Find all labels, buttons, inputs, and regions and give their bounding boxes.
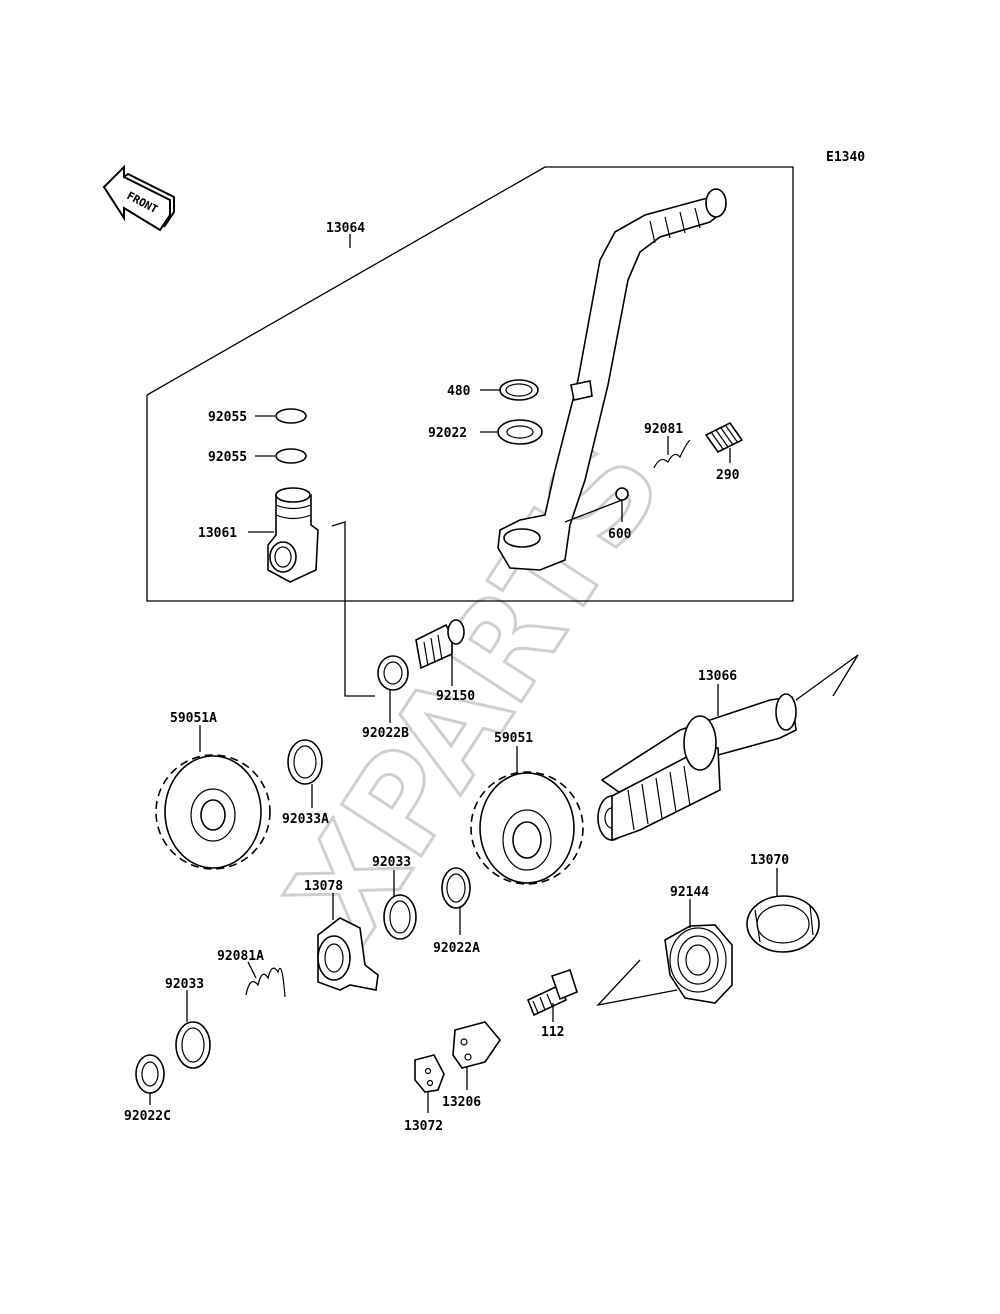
label-92022B: 92022B	[362, 726, 409, 741]
label-290: 290	[716, 468, 740, 483]
label-92055-upper: 92055	[208, 410, 247, 425]
label-92144: 92144	[670, 885, 709, 900]
bolt-112	[526, 968, 578, 1017]
oring-upper	[275, 408, 307, 424]
washer-92022	[497, 419, 543, 445]
gear-59051A	[155, 754, 271, 870]
label-112: 112	[541, 1025, 564, 1040]
label-59051A: 59051A	[170, 711, 217, 726]
label-59051: 59051	[494, 731, 533, 746]
guide-line-spring	[596, 959, 678, 1007]
label-92033-low: 92033	[165, 977, 204, 992]
label-92081: 92081	[644, 422, 683, 437]
circlip-92033-low	[175, 1021, 211, 1069]
kick-boss	[267, 487, 319, 583]
stopper-13206	[452, 1021, 502, 1069]
spring-92144	[664, 924, 733, 1004]
label-92055-lower: 92055	[208, 450, 247, 465]
kick-pedal-assembly-frame	[146, 166, 794, 602]
plate-13072	[414, 1054, 445, 1093]
label-92033-mid: 92033	[372, 855, 411, 870]
diagram-code: E1340	[826, 150, 865, 165]
ratchet-13078	[317, 917, 379, 991]
label-92033A: 92033A	[282, 812, 329, 827]
kick-shaft	[597, 693, 797, 842]
label-92022C: 92022C	[124, 1109, 171, 1124]
leader-lines	[149, 389, 778, 1113]
label-13061: 13061	[198, 526, 237, 541]
label-13206: 13206	[442, 1095, 481, 1110]
label-92022A: 92022A	[433, 941, 480, 956]
label-92081A: 92081A	[217, 949, 264, 964]
oring-lower	[275, 448, 307, 464]
label-600: 600	[608, 527, 632, 542]
callout-labels: 13064 480 92022 92055 92055 92081 290 60…	[124, 221, 789, 1134]
label-92150: 92150	[436, 689, 475, 704]
label-92022: 92022	[428, 426, 467, 441]
label-480: 480	[447, 384, 471, 399]
washer-92022B	[377, 655, 409, 691]
guide-line-shaft	[795, 654, 859, 701]
spring-92081	[653, 439, 691, 469]
washer-92022C	[135, 1054, 165, 1094]
circlip-92033-mid	[383, 894, 417, 940]
spring-92081A	[245, 967, 286, 998]
label-13070: 13070	[750, 853, 789, 868]
gear-59051	[470, 771, 584, 885]
rubber-290	[704, 421, 744, 454]
ball-600	[615, 487, 629, 501]
pin-92150	[415, 619, 465, 670]
label-13066: 13066	[698, 669, 737, 684]
kick-pedal-arm	[497, 188, 727, 571]
front-arrow-icon: FRONT	[102, 164, 175, 232]
guide-13070	[746, 895, 820, 953]
label-13064: 13064	[326, 221, 365, 236]
label-13078: 13078	[304, 879, 343, 894]
label-13072: 13072	[404, 1119, 443, 1134]
guide-line-boss	[331, 521, 375, 697]
